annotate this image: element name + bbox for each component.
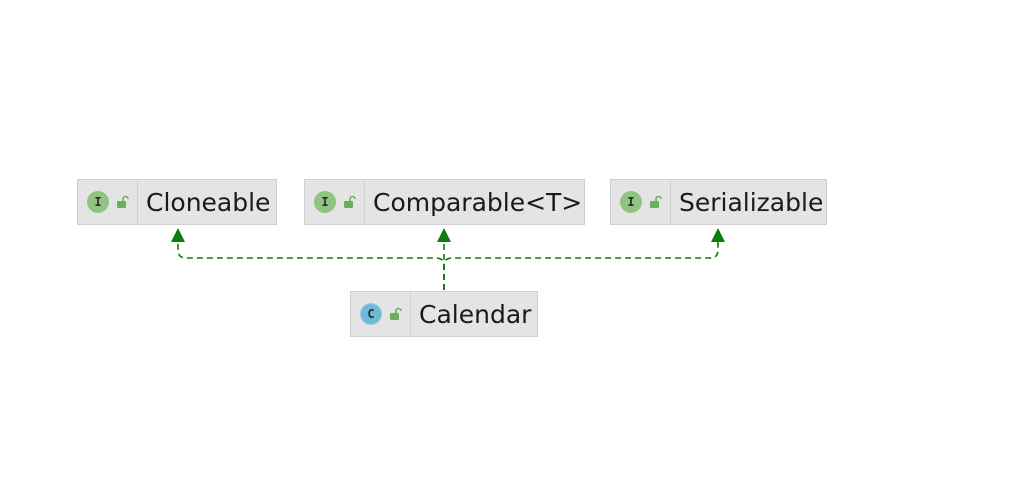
node-icons: I (78, 180, 138, 224)
arrowhead-cloneable (171, 228, 185, 242)
node-icons: I (305, 180, 365, 224)
node-label: Comparable<T> (373, 187, 583, 217)
arrowhead-comparable (437, 228, 451, 242)
node-icons: C (351, 292, 411, 336)
node-comparable[interactable]: I Comparable<T> (304, 179, 585, 225)
unlocked-icon (390, 307, 402, 320)
node-label: Serializable (679, 187, 824, 217)
node-icons: I (611, 180, 671, 224)
edge-calendar-serializable (443, 240, 719, 290)
class-icon: C (360, 303, 382, 325)
edge-calendar-cloneable (177, 240, 445, 290)
interface-icon: I (620, 191, 642, 213)
unlocked-icon (117, 195, 129, 208)
interface-icon: I (314, 191, 336, 213)
unlocked-icon (650, 195, 662, 208)
interface-icon: I (87, 191, 109, 213)
unlocked-icon (344, 195, 356, 208)
node-cloneable[interactable]: I Cloneable (77, 179, 277, 225)
node-serializable[interactable]: I Serializable (610, 179, 827, 225)
arrowhead-serializable (711, 228, 725, 242)
node-calendar[interactable]: C Calendar (350, 291, 538, 337)
node-label: Calendar (419, 299, 532, 329)
node-label: Cloneable (146, 187, 271, 217)
